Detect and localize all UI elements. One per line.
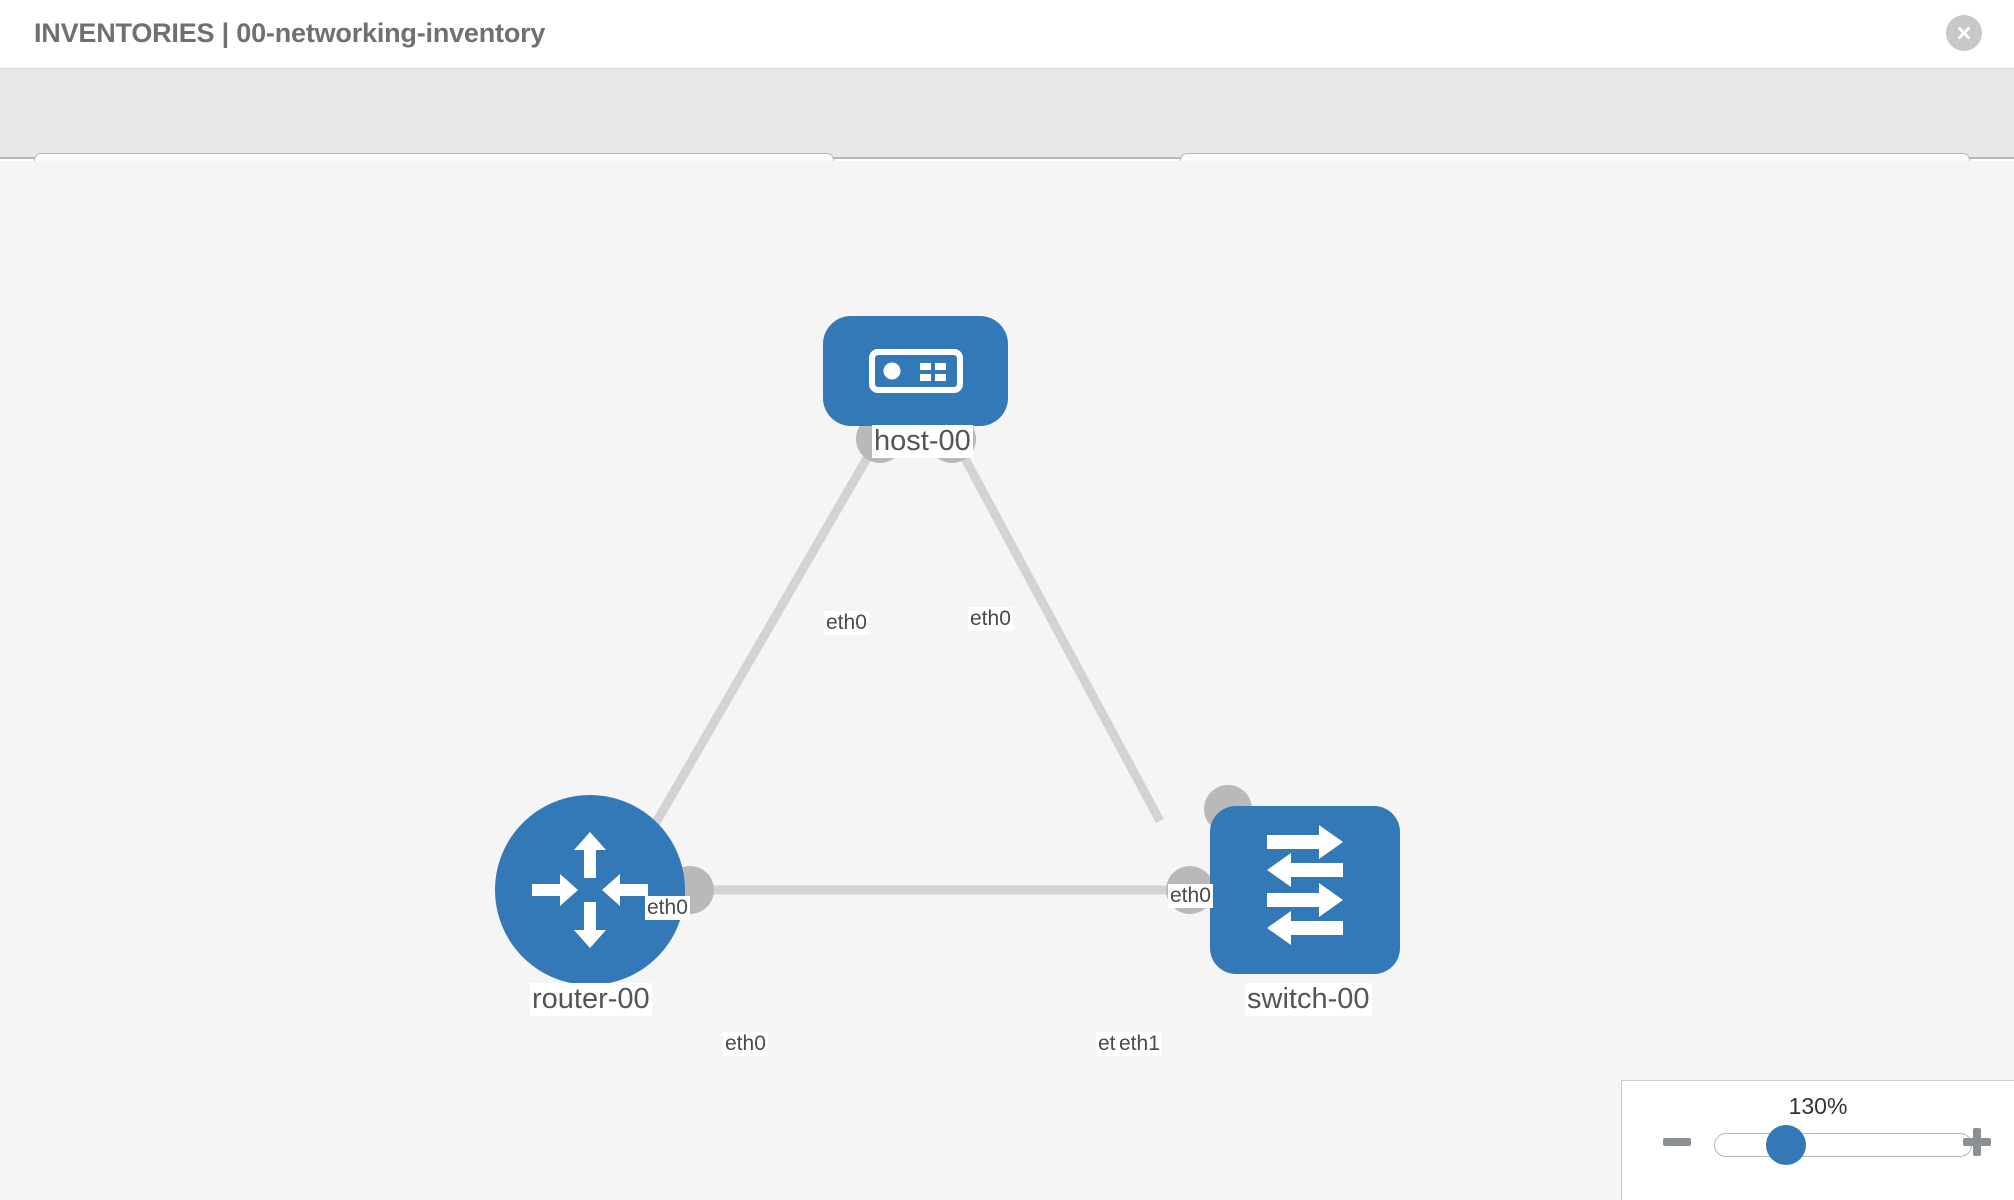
- iface-label-router-north[interactable]: eth0: [645, 896, 690, 920]
- node-router-00[interactable]: [495, 795, 685, 985]
- node-switch-00[interactable]: [1210, 806, 1400, 974]
- zoom-control-panel: 130%: [1621, 1080, 2014, 1200]
- node-label-switch-00[interactable]: switch-00: [1245, 983, 1372, 1016]
- zoom-slider-track[interactable]: [1714, 1133, 1972, 1157]
- topology-graph: [495, 316, 1400, 985]
- minus-icon[interactable]: [1660, 1125, 1694, 1159]
- node-host-00[interactable]: [823, 316, 1008, 426]
- iface-label-switch-north[interactable]: eth0: [1168, 884, 1213, 908]
- iface-label-host-right[interactable]: eth0: [968, 607, 1013, 631]
- page-title: INVENTORIES | 00-networking-inventory: [34, 18, 546, 48]
- zoom-slider-thumb[interactable]: [1766, 1125, 1806, 1165]
- iface-label-host-left[interactable]: eth0: [824, 611, 869, 635]
- iface-label-router-east[interactable]: eth0: [723, 1032, 768, 1056]
- zoom-percent-label: 130%: [1788, 1093, 1848, 1119]
- close-icon[interactable]: [1946, 15, 1982, 51]
- page-header: INVENTORIES | 00-networking-inventory: [0, 0, 2014, 69]
- plus-icon[interactable]: [1960, 1125, 1994, 1159]
- node-label-router-00[interactable]: router-00: [530, 983, 652, 1016]
- topology-links: [646, 450, 1185, 895]
- node-label-host-00[interactable]: host-00: [872, 425, 973, 458]
- link-host-router[interactable]: [646, 450, 874, 836]
- topology-connectors: [666, 415, 1252, 914]
- iface-label-switch-west-eth1[interactable]: eth1: [1117, 1032, 1162, 1056]
- link-host-switch[interactable]: [958, 450, 1164, 824]
- topology-canvas[interactable]: host-00 router-00 switch-00 eth0 eth0 et…: [0, 161, 2014, 1200]
- toolbar: ACTIONS SEARCH: [0, 69, 2014, 209]
